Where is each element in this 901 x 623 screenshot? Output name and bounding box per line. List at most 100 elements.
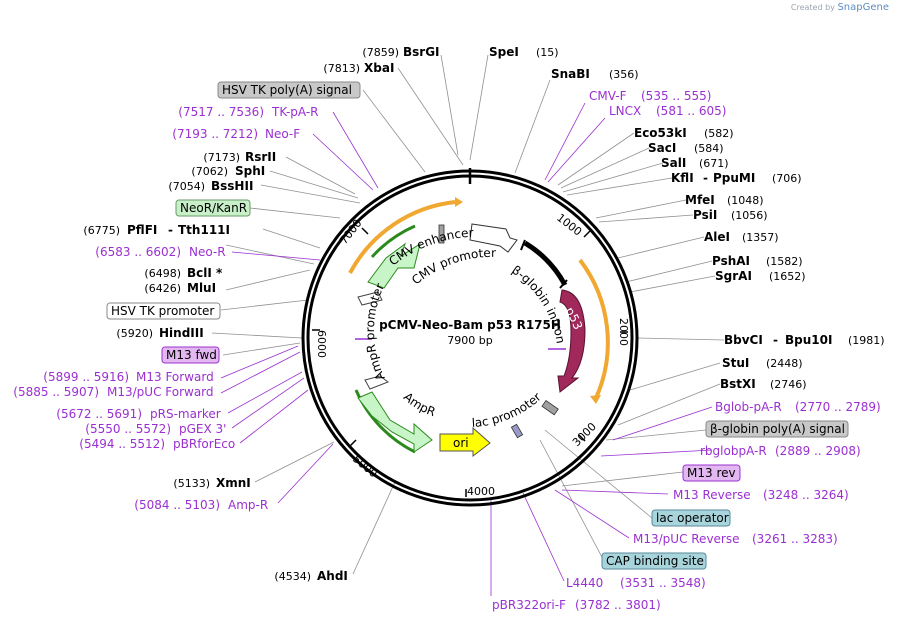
primer-range: (5494 .. 5512) (79, 437, 165, 451)
site-name: BstXI (720, 377, 756, 391)
primer-range: (5550 .. 5572) (85, 422, 171, 436)
site-name: PsiI (693, 208, 717, 222)
primer-range: (6583 .. 6602) (95, 245, 181, 259)
primer-name: CMV-F (589, 89, 627, 103)
neo-orf-arrow (367, 242, 421, 289)
intron-start (520, 239, 526, 251)
plasmid-size: 7900 bp (447, 334, 492, 347)
primer-leaders (220, 102, 713, 596)
primer-range: (535 .. 555) (641, 89, 711, 103)
primer-range: (5899 .. 5916) (43, 370, 129, 384)
ampr-arrow (357, 391, 433, 453)
primer-name: pGEX 3' (179, 422, 226, 436)
ampr-promoter-feature (364, 375, 390, 390)
site-pos: (1981) (848, 334, 885, 347)
site-sep: - (168, 223, 173, 237)
orange-arc-neo-head (455, 197, 463, 207)
primer-name: M13 Forward (136, 370, 214, 384)
site-pos: (5920) (116, 327, 153, 340)
box-bg (651, 509, 731, 527)
site-name: PshAI (712, 254, 750, 268)
cmv-enhancer-arrow (469, 223, 518, 253)
site-name: SalI (661, 156, 686, 170)
site-name: XmnI (216, 476, 251, 490)
ori-label: ori (453, 436, 469, 450)
site-pos: (356) (609, 68, 639, 81)
site-name: BsrGI (403, 45, 440, 59)
site-pos: (6426) (144, 282, 181, 295)
primer-name: M13/pUC Forward (107, 385, 214, 399)
snapgene-logo-text: SnapGene (837, 2, 889, 13)
site-name: BssHII (211, 179, 253, 193)
orange-arc-neo (348, 200, 456, 274)
primer-range: (5084 .. 5103) (134, 498, 220, 512)
orange-arc-p53 (578, 258, 610, 399)
site-pos: (7859) (362, 46, 399, 59)
site-name: RsrII (245, 150, 276, 164)
box-bg (161, 346, 220, 364)
watermark-prefix: Created by (790, 3, 835, 12)
site-name: PflFI (127, 223, 157, 237)
leader-lines (211, 54, 725, 575)
primer-range: (3782 .. 3801) (575, 598, 661, 612)
site-pos: (4534) (274, 570, 311, 583)
site-pos: (1048) (727, 194, 764, 207)
snapgene-watermark: Created by SnapGene (791, 2, 889, 13)
primer-name: L4440 (566, 576, 603, 590)
tick-4000: 4000 (467, 485, 495, 498)
box-bg (217, 81, 361, 99)
primer-name: M13/pUC Reverse (633, 532, 740, 546)
primer-name: rbglobpA-R (700, 444, 767, 458)
box-hsv-tk-polya: HSV TK poly(A) signal (222, 83, 352, 97)
cmv-promoter-label: CMV promoter (409, 246, 496, 288)
site-pos: (1582) (766, 255, 803, 268)
site-name: Tth111I (178, 223, 230, 237)
site-name: SacI (648, 141, 676, 155)
site-pos: (7062) (191, 165, 228, 178)
site-name: PpuMI (713, 171, 755, 185)
lac-operator-feature (510, 423, 524, 439)
site-name: Eco53kI (634, 126, 687, 140)
site-name: HindIII (159, 326, 204, 340)
site-pos: (7173) (203, 151, 240, 164)
site-pos: (1056) (731, 209, 768, 222)
primer-name: TK-pA-R (271, 105, 319, 119)
box-hsv-tk-promoter: HSV TK promoter (111, 304, 214, 318)
intron-end (559, 279, 568, 289)
box-m13-fwd: M13 fwd (166, 348, 217, 362)
primer-name: pRS-marker (150, 407, 221, 421)
box-bglobin-polya: β-globin poly(A) signal (710, 422, 845, 436)
primer-labels: CMV-F (535 .. 555) LNCX (581 .. 605) (75… (13, 89, 880, 612)
box-cap-binding-site: CAP binding site (606, 554, 704, 568)
primer-name: LNCX (609, 104, 641, 118)
primer-range: (5672 .. 5691) (56, 407, 142, 421)
box-bg (601, 552, 707, 570)
box-bg (682, 464, 741, 482)
ori-arrow (439, 426, 491, 458)
tick-6000: 6000 (315, 330, 328, 358)
site-name: SpeI (489, 45, 519, 59)
site-name: SgrAI (715, 269, 752, 283)
site-name: KflI (671, 171, 694, 185)
site-pos: (1357) (742, 231, 779, 244)
site-pos: (584) (694, 142, 724, 155)
site-pos: (706) (772, 172, 802, 185)
p53-arrow (557, 289, 586, 393)
scale-ticks (312, 227, 628, 497)
site-name: StuI (722, 356, 749, 370)
site-name: BbvCI (724, 333, 763, 347)
site-pos: (1652) (769, 270, 806, 283)
box-lac-operator: lac operator (656, 511, 729, 525)
primer-range: (7193 .. 7212) (172, 127, 258, 141)
primer-range: (3531 .. 3548) (620, 576, 706, 590)
primer-name: pBR322ori-F (492, 598, 566, 612)
site-name: BclI * (187, 266, 223, 280)
green-arc-neor (370, 224, 416, 259)
site-pos: (6498) (144, 267, 181, 280)
primer-range: (3248 .. 3264) (763, 488, 849, 502)
tk-pa-feature (438, 224, 445, 244)
box-bg (705, 420, 849, 438)
lac-promoter-label: lac promoter (471, 390, 543, 430)
orange-arc-p53-head (590, 395, 601, 404)
